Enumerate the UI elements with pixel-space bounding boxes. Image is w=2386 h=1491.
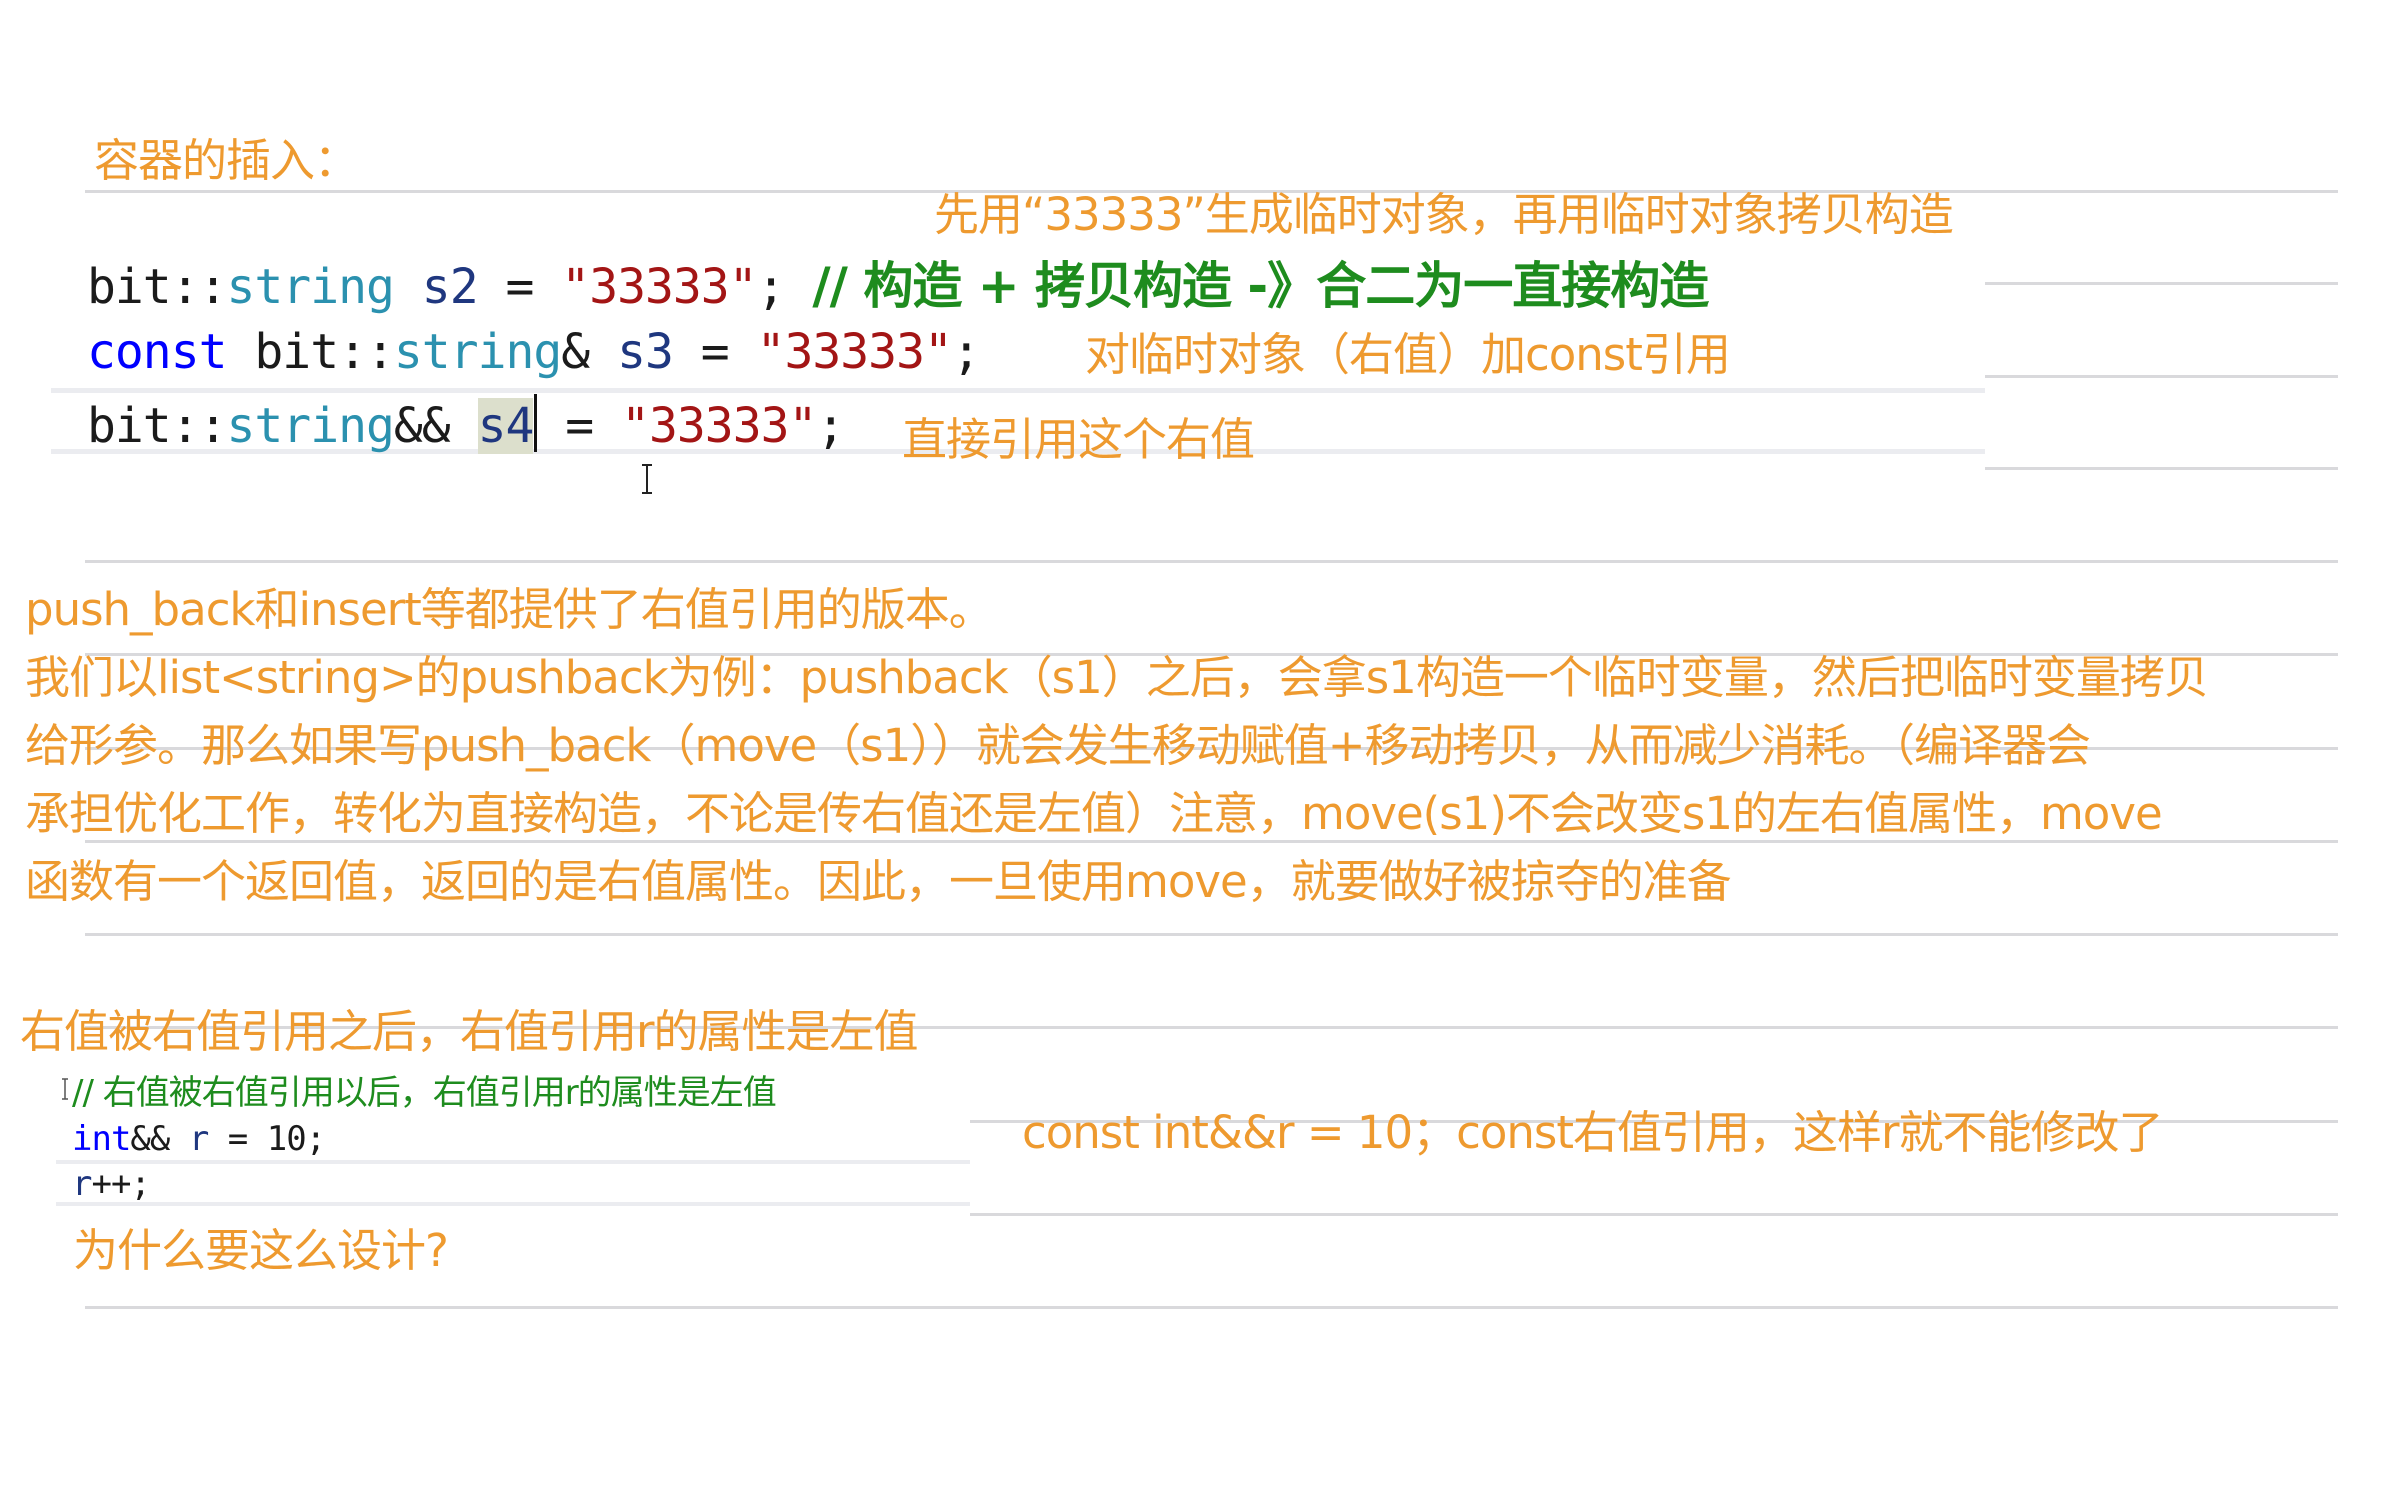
code-line-s4: bit::string&& s4 = "33333"; <box>87 394 845 454</box>
paragraph-line: 我们以list<string>的pushback为例：pushback（s1）之… <box>25 651 2209 704</box>
code-line-divider <box>56 1202 970 1206</box>
rule-line <box>1985 467 2338 470</box>
code-line-divider <box>56 1160 970 1164</box>
paragraph-line: push_back和insert等都提供了右值引用的版本。 <box>25 583 994 636</box>
paragraph-line: 函数有一个返回值，返回的是右值属性。因此，一旦使用move，就要做好被掠夺的准备 <box>25 855 1732 908</box>
rule-line <box>85 1026 2338 1029</box>
rule-line <box>85 190 2338 193</box>
code-comment: // 右值被右值引用以后，右值引用r的属性是左值 <box>72 1073 777 1113</box>
section-title-rvalue-ref-is-lvalue: 右值被右值引用之后，右值引用r的属性是左值 <box>20 1005 919 1058</box>
question-why-design: 为什么要这么设计? <box>73 1224 449 1277</box>
code-line-r-increment: r++; <box>72 1164 151 1204</box>
rule-line <box>85 840 2338 843</box>
highlighted-symbol-s4[interactable]: s4 <box>477 398 534 454</box>
annotation-const-rvalue-ref: const int&&r = 10；const右值引用，这样r就不能修改了 <box>1022 1106 2163 1159</box>
code-line-s2: bit::string s2 = "33333"; // 构造 + 拷贝构造 -… <box>87 257 1709 315</box>
code-line-divider <box>51 388 1985 393</box>
rule-line <box>1985 282 2338 285</box>
rule-line <box>970 1120 2338 1123</box>
rule-line <box>85 560 2338 563</box>
code-line-s3: const bit::string& s3 = "33333"; <box>87 324 981 380</box>
annotation-direct-rvalue-ref: 直接引用这个右值 <box>902 413 1255 466</box>
annotation-const-ref-temp: 对临时对象（右值）加const引用 <box>1085 328 1731 381</box>
rule-line <box>85 1306 2338 1309</box>
rule-line <box>85 653 2338 656</box>
rule-line <box>1985 375 2338 378</box>
text-cursor-ibeam-icon <box>642 464 652 494</box>
code-line-divider <box>51 449 1985 454</box>
code-line-int-r: int&& r = 10; <box>72 1119 326 1159</box>
annotation-temp-object-copy: 先用“33333”生成临时对象，再用临时对象拷贝构造 <box>934 188 1954 241</box>
paragraph-line: 承担优化工作，转化为直接构造，不论是传右值还是左值）注意，move(s1)不会改… <box>25 787 2163 840</box>
text-caret <box>534 394 538 452</box>
rule-line <box>85 933 2338 936</box>
code-comment: // 构造 + 拷贝构造 -》合二为一直接构造 <box>812 257 1709 315</box>
rule-line <box>85 747 2338 750</box>
rule-line <box>970 1213 2338 1216</box>
section-title-container-insert: 容器的插入： <box>94 134 359 187</box>
paragraph-line: 给形参。那么如果写push_back（move（s1））就会发生移动赋值+移动拷… <box>25 719 2091 772</box>
text-cursor-ibeam-icon <box>62 1078 68 1100</box>
